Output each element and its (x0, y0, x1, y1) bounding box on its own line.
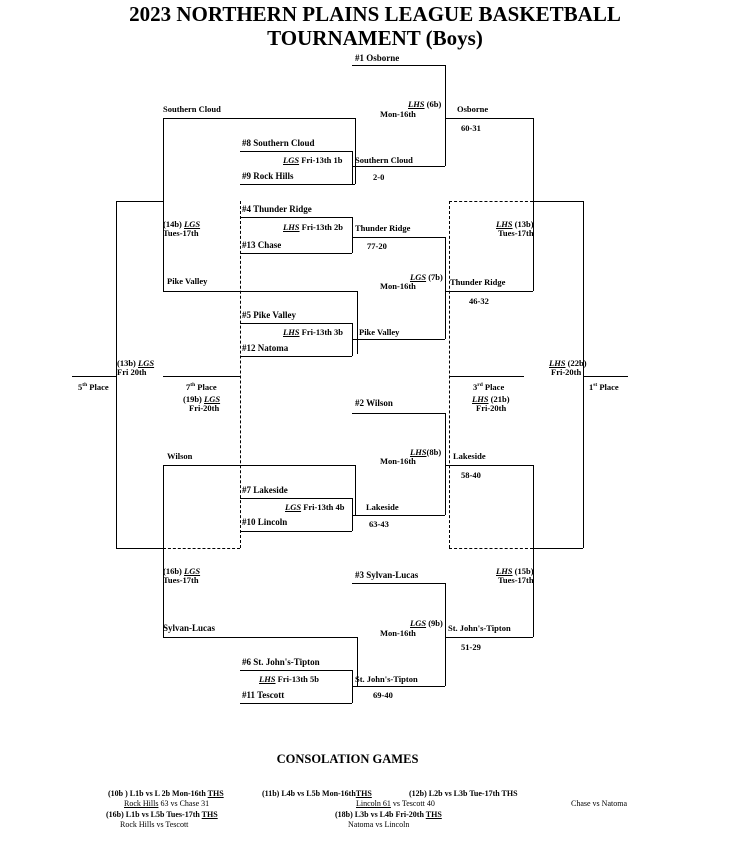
game-19-site: (19b) LGS (183, 394, 221, 404)
team-seed-7: #7 Lakeside (242, 485, 288, 495)
game-4-score: 63-43 (369, 519, 389, 529)
title-line-2: TOURNAMENT (Boys) (267, 26, 483, 50)
team-seed-12: #12 Natoma (242, 343, 289, 353)
losers-pike-valley: Pike Valley (167, 276, 208, 286)
consolation-game-18-result: Natoma vs Lincoln (348, 820, 410, 829)
team-seed-4: #4 Thunder Ridge (242, 204, 312, 214)
game-15-day: Tues-17th (498, 575, 534, 585)
consolation-game-12: (12b) L2b vs L3b Tue-17th THS (409, 789, 518, 798)
consolation-game-10: (10b ) L1b vs L 2b Mon-16th THS (108, 789, 224, 798)
game-6-day: Mon-16th (380, 109, 416, 119)
game-6-score: 60-31 (461, 123, 481, 133)
team-seed-6: #6 St. John's-Tipton (242, 657, 320, 667)
game-5-winner: St. John's-Tipton (355, 674, 418, 684)
game-1-info: LGS Fri-13th 1b (283, 155, 343, 165)
game-13-losers-site: (13b) LGS (117, 358, 155, 368)
team-seed-5: #5 Pike Valley (242, 310, 297, 320)
consolation-game-11: (11b) L4b vs L5b Mon-16thTHS (262, 789, 372, 798)
team-seed-13: #13 Chase (242, 240, 282, 250)
game-21-day: Fri-20th (476, 403, 507, 413)
game-7-score: 46-32 (469, 296, 489, 306)
fifth-place-label: 5th Place (78, 381, 109, 392)
game-14-site: (14b) LGS (163, 219, 201, 229)
game-3-info: LHS Fri-13th 3b (283, 327, 343, 337)
game-9-score: 51-29 (461, 642, 481, 652)
game-8-winner: Lakeside (453, 451, 486, 461)
game-22-day: Fri-20th (551, 367, 582, 377)
losers-sylvan-lucas: Sylvan-Lucas (163, 623, 216, 633)
consolation-game-11-result: Lincoln 61 vs Tescott 40 (356, 799, 435, 808)
game-6-winner: Osborne (457, 104, 489, 114)
game-2-score: 77-20 (367, 241, 387, 251)
team-seed-8: #8 Southern Cloud (242, 138, 315, 148)
game-8-day: Mon-16th (380, 456, 416, 466)
consolation-title: CONSOLATION GAMES (276, 752, 419, 766)
game-5-score: 69-40 (373, 690, 393, 700)
game-7-site: LGS (7b) (410, 272, 443, 282)
game-9-day: Mon-16th (380, 628, 416, 638)
game-22-site: LHS (22b) (549, 358, 587, 368)
game-1-winner: Southern Cloud (355, 155, 413, 165)
team-seed-11: #11 Tescott (242, 690, 285, 700)
game-4-info: LGS Fri-13th 4b (285, 502, 345, 512)
game-16-day: Tues-17th (163, 575, 199, 585)
game-1-score: 2-0 (373, 172, 385, 182)
game-19-day: Fri-20th (189, 403, 220, 413)
consolation-game-16-result: Rock Hills vs Tescott (120, 820, 189, 829)
game-6-site: LHS (6b) (408, 99, 442, 109)
title-line-1: 2023 NORTHERN PLAINS LEAGUE BASKETBALL (129, 2, 621, 26)
team-seed-2: #2 Wilson (355, 398, 393, 408)
consolation-extra-result: Chase vs Natoma (571, 799, 627, 808)
consolation-game-10-result: Rock Hills 63 vs Chase 31 (124, 799, 210, 808)
team-seed-10: #10 Lincoln (242, 517, 288, 527)
losers-southern-cloud: Southern Cloud (163, 104, 221, 114)
losers-wilson: Wilson (167, 451, 193, 461)
game-13-losers-day: Fri 20th (117, 367, 147, 377)
game-16-site: (16b) LGS (163, 566, 201, 576)
seventh-place-label: 7th Place (186, 381, 217, 392)
game-3-winner: Pike Valley (359, 327, 400, 337)
game-5-info: LHS Fri-13th 5b (259, 674, 319, 684)
game-7-winner: Thunder Ridge (450, 277, 506, 287)
first-place-label: 1st Place (589, 381, 619, 392)
game-7-day: Mon-16th (380, 281, 416, 291)
game-8-score: 58-40 (461, 470, 481, 480)
third-place-label: 3rd Place (473, 381, 505, 392)
consolation-game-16: (16b) L1b vs L5b Tues-17th THS (106, 810, 218, 819)
team-seed-3: #3 Sylvan-Lucas (355, 570, 419, 580)
game-14-day: Tues-17th (163, 228, 199, 238)
game-21-site: LHS (21b) (472, 394, 510, 404)
consolation-game-18: (18b) L3b vs L4b Fri-20th THS (335, 810, 442, 819)
game-13-site: LHS (13b) (496, 219, 534, 229)
game-8-site: LHS(8b) (410, 447, 442, 457)
game-9-winner: St. John's-Tipton (448, 623, 511, 633)
game-2-info: LHS Fri-13th 2b (283, 222, 343, 232)
game-15-site: LHS (15b) (496, 566, 534, 576)
game-2-winner: Thunder Ridge (355, 223, 411, 233)
team-seed-9: #9 Rock Hills (242, 171, 294, 181)
game-9-site: LGS (9b) (410, 618, 443, 628)
game-13-day: Tues-17th (498, 228, 534, 238)
game-4-winner: Lakeside (366, 502, 399, 512)
team-seed-1: #1 Osborne (355, 53, 400, 63)
